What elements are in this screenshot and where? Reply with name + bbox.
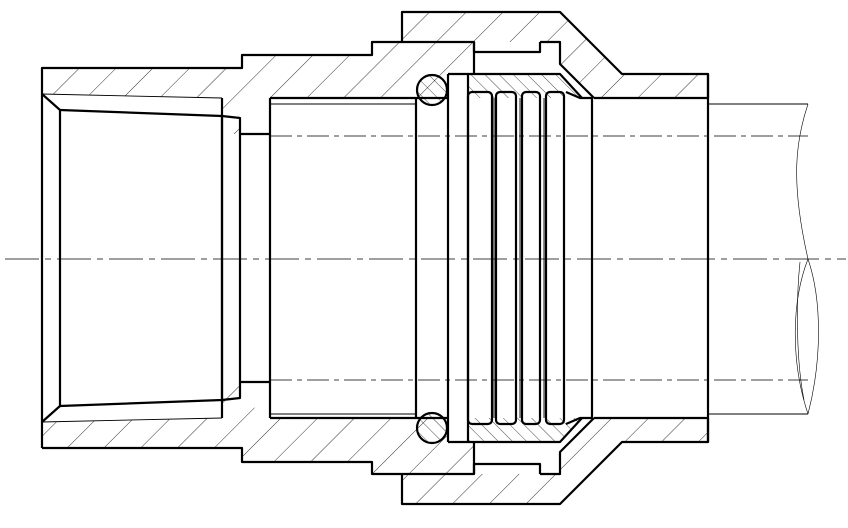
o-ring-top [415,73,449,107]
body-inner-contour [41,93,448,423]
clamp-ring-ribs [466,90,594,426]
o-ring-bottom [415,411,449,445]
body-bottom-section [42,382,476,476]
body-top-section [40,40,476,448]
pipe [270,103,819,415]
